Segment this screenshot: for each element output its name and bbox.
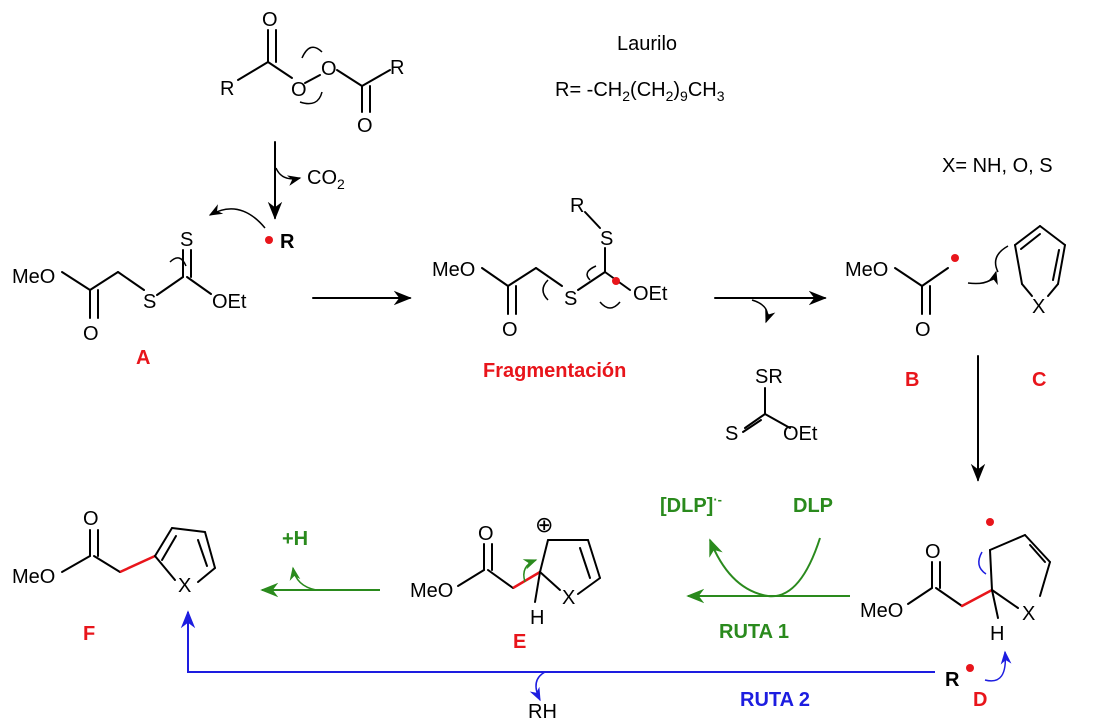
- atom-s-thione-a: S: [180, 229, 193, 251]
- atom-meo-d: MeO: [860, 600, 903, 622]
- atom-sr-xanthate: SR: [755, 366, 783, 388]
- cation-charge: ⊕: [535, 513, 553, 538]
- atom-o-carbonyl-left: O: [262, 9, 278, 31]
- heterocycle-c: X C: [1014, 225, 1066, 391]
- r-radical-d: R: [945, 669, 960, 691]
- atom-x-e: X: [562, 587, 575, 609]
- atom-oet-xanthate: OEt: [783, 423, 818, 445]
- radical-dot-d: [986, 518, 994, 526]
- atom-o-peroxide-2: O: [321, 58, 337, 80]
- radical-intermediate: MeO O S S R OEt Fragmentación: [432, 195, 668, 382]
- atom-h-e: H: [530, 607, 544, 629]
- radical-dot-int: [612, 277, 620, 285]
- label-e: E: [513, 631, 526, 653]
- r-radical: R: [280, 231, 295, 253]
- atom-o-b: O: [915, 319, 931, 341]
- radical-dot-r-d: [966, 664, 974, 672]
- atom-r-int: R: [570, 195, 584, 217]
- route-2: RH RUTA 2: [180, 610, 935, 723]
- label-ruta-1: RUTA 1: [719, 621, 789, 643]
- atom-s-xanthate: S: [725, 423, 738, 445]
- r-group-definition: R= -CH2(CH2)9CH3: [555, 79, 725, 104]
- dlp-label: DLP: [793, 495, 833, 517]
- plus-h-label: +H: [282, 528, 308, 550]
- atom-o-e: O: [478, 523, 494, 545]
- compound-a: MeO O S S OEt A: [12, 229, 247, 369]
- label-fragmentation: Fragmentación: [483, 360, 626, 382]
- co2-loss-arrow: CO2: [267, 141, 345, 220]
- label-d: D: [973, 689, 987, 711]
- atom-meo-a: MeO: [12, 266, 55, 288]
- label-c: C: [1032, 369, 1046, 391]
- released-xanthate: SR S OEt: [725, 366, 818, 445]
- atom-o-int: O: [502, 319, 518, 341]
- atom-x-c: X: [1032, 296, 1045, 318]
- dlp-radical-anion: [DLP]·-: [660, 492, 722, 517]
- atom-meo-e: MeO: [410, 580, 453, 602]
- atom-r-left: R: [220, 78, 234, 100]
- label-b: B: [905, 369, 919, 391]
- co2-label: CO2: [307, 167, 345, 192]
- label-a: A: [136, 347, 150, 369]
- atom-s-upper-int: S: [600, 228, 613, 250]
- atom-oet-a: OEt: [212, 291, 247, 313]
- rh-label: RH: [528, 701, 557, 723]
- atom-r-right: R: [390, 57, 404, 79]
- atom-meo-f: MeO: [12, 566, 55, 588]
- initiator-name: Laurilo: [617, 33, 677, 55]
- x-definition: X= NH, O, S: [942, 155, 1053, 177]
- atom-oet-int: OEt: [633, 283, 668, 305]
- atom-meo-b: MeO: [845, 259, 888, 281]
- atom-x-d: X: [1022, 603, 1035, 625]
- atom-o-carbonyl-right: O: [357, 115, 373, 137]
- product-f: MeO O X F: [12, 508, 216, 645]
- cation-e: MeO O X H ⊕ E: [410, 513, 601, 653]
- atom-o-f: O: [83, 508, 99, 530]
- label-ruta-2: RUTA 2: [740, 689, 810, 711]
- atom-s-int: S: [564, 288, 577, 310]
- radical-dot-r: [265, 236, 273, 244]
- atom-o-d: O: [925, 541, 941, 563]
- atom-o-a: O: [83, 323, 99, 345]
- atom-x-f: X: [178, 575, 191, 597]
- atom-h-d: H: [990, 623, 1004, 645]
- route-1: [DLP]·- DLP RUTA 1: [660, 492, 850, 643]
- radical-dot-b: [951, 254, 959, 262]
- atom-o-peroxide-1: O: [291, 79, 307, 101]
- radical-b: MeO O B: [845, 254, 959, 391]
- lauroyl-peroxide: R O O O O R: [220, 9, 404, 137]
- atom-meo-int: MeO: [432, 259, 475, 281]
- radical-d: MeO O X H D: [860, 518, 1051, 711]
- atom-s-a: S: [143, 291, 156, 313]
- label-f: F: [83, 623, 95, 645]
